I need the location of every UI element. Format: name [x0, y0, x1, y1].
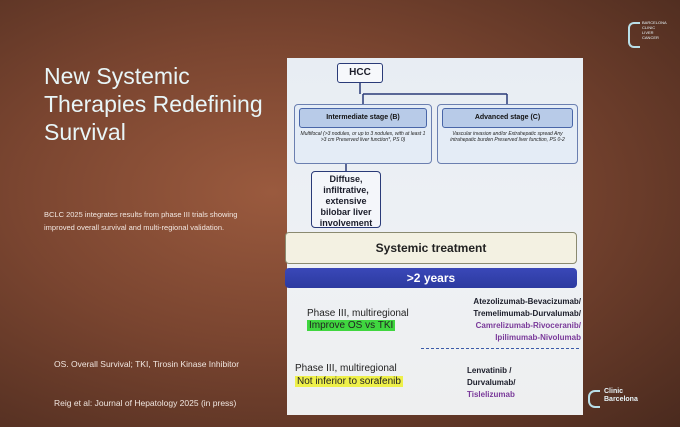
phase2-highlight: Not inferior to sorafenib [295, 376, 403, 387]
drug-item: Camrelizumab-Rivoceranib/ [475, 321, 581, 330]
stage-c-title: Advanced stage (C) [442, 108, 573, 128]
stage-c-box: Advanced stage (C) Vascular invasion and… [437, 104, 578, 164]
phase2-label: Phase III, multiregional [295, 363, 397, 374]
bclc-logo-icon [628, 22, 640, 48]
slide-description: BCLC 2025 integrates results from phase … [44, 210, 238, 232]
bclc-logo: BARCELONA CLINIC LIVER CANCER [628, 16, 668, 50]
reference: Reig et al: Journal of Hepatology 2025 (… [54, 398, 237, 408]
hcc-box: HCC [337, 63, 383, 83]
alternative-drugs: Lenvatinib / Durvalumab/ Tislelizumab [467, 365, 557, 401]
clinic-logo-text: Clinic Barcelona [604, 388, 638, 403]
flow-connectors [345, 83, 508, 171]
bclc-logo-text: BARCELONA CLINIC LIVER CANCER [642, 20, 667, 40]
slide-title: New Systemic Therapies Redefining Surviv… [44, 63, 263, 145]
phase1-label: Phase III, multiregional [307, 308, 409, 319]
survival-years-bar: >2 years [285, 268, 577, 288]
stage-b-body: Multifocal (>3 nodules, or up to 3 nodul… [300, 131, 426, 143]
stage-b-box: Intermediate stage (B) Multifocal (>3 no… [294, 104, 432, 164]
clinic-logo-icon [588, 390, 600, 408]
drug-item: Lenvatinib / [467, 366, 512, 375]
bclc-flowchart: HCC Intermediate stage (B) Multifocal (>… [285, 58, 583, 415]
diffuse-involvement-box: Diffuse, infiltrative, extensive bilobar… [311, 171, 381, 228]
drug-item: Tremelimumab-Durvalumab/ [473, 309, 581, 318]
drug-item: Atezolizumab-Bevacizumab/ [473, 297, 581, 306]
stage-c-body: Vascular invasion and/or Extrahepatic sp… [450, 131, 565, 143]
systemic-treatment-bar: Systemic treatment [285, 232, 577, 264]
phase1-highlight: Improve OS vs TKI [307, 320, 396, 331]
drug-item: Tislelizumab [467, 390, 515, 399]
drug-item: Durvalumab/ [467, 378, 516, 387]
clinic-barcelona-logo: Clinic Barcelona [588, 388, 668, 412]
drug-item: Ipilimumab-Nivolumab [495, 333, 581, 342]
first-line-drugs: Atezolizumab-Bevacizumab/ Tremelimumab-D… [447, 296, 581, 344]
stage-b-title: Intermediate stage (B) [299, 108, 427, 128]
abbreviations: OS. Overall Survival; TKI, Tirosin Kinas… [54, 359, 240, 369]
dashed-divider [421, 348, 579, 349]
